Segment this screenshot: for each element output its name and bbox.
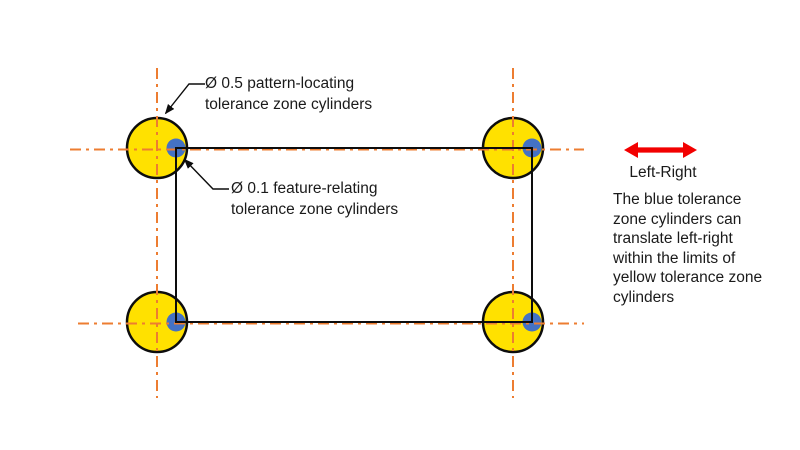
leader-lines xyxy=(164,83,229,190)
pattern-zone-circles xyxy=(125,116,545,354)
feature-zone-callout-label: Ø 0.1 feature-relating tolerance zone cy… xyxy=(231,180,399,218)
leader-line-pattern-zone xyxy=(164,83,205,115)
pattern-zone-callout-label: Ø 0.5 pattern-locating tolerance zone cy… xyxy=(205,75,373,113)
feature-zone-circles xyxy=(166,138,542,332)
left-right-arrow-label: Left-Right xyxy=(629,164,697,181)
left-right-arrow-icon xyxy=(624,142,697,158)
feature-zone-connector-rect xyxy=(175,147,533,323)
leader-line-feature-zone xyxy=(183,158,229,190)
centerlines xyxy=(70,68,584,398)
translation-note: The blue tolerance zone cylinders can tr… xyxy=(613,191,763,306)
